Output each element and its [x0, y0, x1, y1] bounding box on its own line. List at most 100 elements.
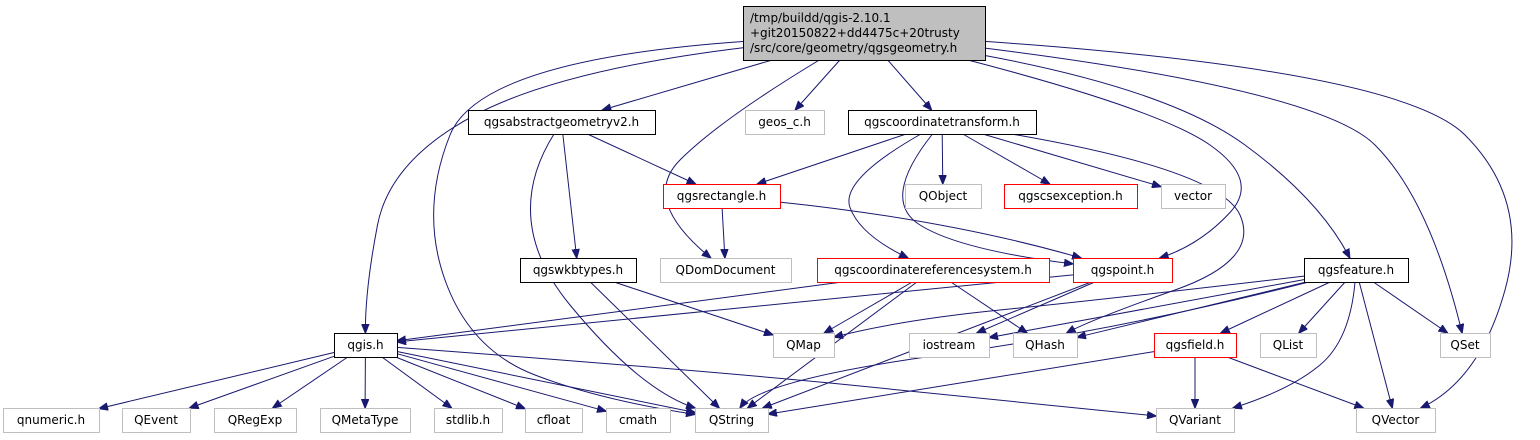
node-label: QRegExp: [228, 413, 283, 427]
node-qgsabstractgeometryv2[interactable]: qgsabstractgeometryv2.h: [468, 110, 656, 135]
node-qhash: QHash: [1013, 333, 1078, 358]
node-label: qnumeric.h: [17, 413, 85, 427]
node-label: qgsrectangle.h: [677, 189, 767, 203]
node-box: [817, 258, 1050, 283]
node-label: geos_c.h: [758, 115, 811, 129]
node-qgscrs[interactable]: qgscoordinatereferencesystem.h: [817, 258, 1050, 283]
node-label: QSet: [1450, 338, 1479, 352]
node-box: [1156, 408, 1235, 433]
node-box: [3, 408, 100, 433]
node-qregexp: QRegExp: [214, 408, 297, 433]
edge-root-to-geos-c: [795, 59, 841, 110]
node-box: [606, 408, 671, 433]
node-box: [848, 110, 1037, 135]
edge-qgis-to-qregexp: [273, 356, 349, 408]
edges-layer: [99, 40, 1513, 416]
edge-qgsrectangle-to-qgspoint: [779, 201, 1081, 258]
edge-qgsabstractgeometryv2-to-qgswkbtypes: [562, 133, 577, 258]
node-box: [1073, 258, 1173, 283]
node-label: QString: [709, 413, 754, 427]
node-label: QMetaType: [332, 413, 399, 427]
node-qgscsexception[interactable]: qgscsexception.h: [1004, 184, 1138, 209]
edge-qgsfield-to-qvector: [1226, 356, 1363, 408]
node-qvector: QVector: [1356, 408, 1436, 433]
edge-qgis-to-qevent: [190, 355, 335, 408]
node-box: [1260, 333, 1317, 358]
node-qgsfield[interactable]: qgsfield.h: [1154, 333, 1237, 358]
node-box: [905, 184, 982, 209]
node-geos-c: geos_c.h: [745, 110, 825, 135]
node-box: [525, 408, 583, 433]
edge-root-to-qgscoordinatetransform: [887, 59, 932, 110]
node-qlist: QList: [1260, 333, 1317, 358]
edge-qgsfeature-to-iostream: [989, 279, 1305, 338]
edge-root-to-qgis: [365, 47, 744, 333]
node-box: [1304, 258, 1409, 283]
edge-qgscoordinatetransform-to-qgspoint: [902, 133, 1073, 264]
edge-qgspoint-to-qgis: [397, 274, 1074, 342]
edge-qgscoordinatetransform-to-qgscrs: [848, 133, 922, 258]
node-label: qgis.h: [347, 338, 383, 352]
node-qmetatype: QMetaType: [320, 408, 411, 433]
node-label: QEvent: [134, 413, 178, 427]
node-label: /src/core/geometry/qgsgeometry.h: [750, 41, 957, 55]
node-qgsfeature[interactable]: qgsfeature.h: [1304, 258, 1409, 283]
node-label: cfloat: [537, 413, 571, 427]
edge-qgscrs-to-qgis: [397, 281, 843, 341]
edge-qgis-to-cmath: [396, 353, 606, 412]
node-qobject: QObject: [905, 184, 982, 209]
node-box: [1013, 333, 1078, 358]
node-label: qgsfeature.h: [1318, 263, 1394, 277]
node-stdlib: stdlib.h: [434, 408, 503, 433]
node-box: [695, 408, 769, 433]
node-label: cmath: [619, 413, 657, 427]
edge-root-to-qgsfeature: [984, 55, 1350, 259]
node-label: vector: [1174, 189, 1212, 203]
node-box: [909, 333, 990, 358]
node-qgscoordinatetransform[interactable]: qgscoordinatetransform.h: [848, 110, 1037, 135]
node-label: QHash: [1025, 338, 1065, 352]
node-box: [663, 184, 781, 209]
node-box: [320, 408, 411, 433]
edge-qgsabstractgeometryv2-to-qstring: [530, 133, 695, 408]
node-label: QMap: [786, 338, 821, 352]
node-box: [122, 408, 191, 433]
node-box: [1161, 184, 1226, 209]
edge-qgswkbtypes-to-qmap: [613, 281, 773, 335]
edge-qgis-to-qstring: [396, 351, 695, 413]
node-vector: vector: [1161, 184, 1226, 209]
node-box: [1356, 408, 1436, 433]
node-root[interactable]: /tmp/buildd/qgis-2.10.1+git20150822+dd44…: [743, 6, 986, 61]
edge-qgswkbtypes-to-qstring: [589, 281, 719, 408]
node-qgswkbtypes[interactable]: qgswkbtypes.h: [520, 258, 637, 283]
edge-root-to-qdomdocument: [665, 59, 820, 258]
edge-qgsrectangle-to-qdomdocument: [722, 207, 725, 258]
node-qdomdocument: QDomDocument: [660, 258, 792, 283]
edge-qgscoordinatetransform-to-vector: [982, 133, 1161, 187]
node-label: /tmp/buildd/qgis-2.10.1: [750, 11, 891, 25]
node-box: [434, 408, 503, 433]
edge-qgsfeature-to-qvariant: [1233, 281, 1356, 408]
node-qstring: QString: [695, 408, 769, 433]
nodes-layer: /tmp/buildd/qgis-2.10.1+git20150822+dd44…: [3, 6, 1491, 433]
node-qvariant: QVariant: [1156, 408, 1235, 433]
node-box: [520, 258, 637, 283]
node-label: QVector: [1372, 413, 1420, 427]
node-qgspoint[interactable]: qgspoint.h: [1073, 258, 1173, 283]
edge-qgscrs-to-qhash: [950, 281, 1027, 333]
edge-qgscrs-to-qmap: [824, 281, 913, 333]
node-label: qgscoordinatetransform.h: [864, 115, 1020, 129]
node-qmap: QMap: [773, 333, 835, 358]
edge-qgsfeature-to-qlist: [1299, 281, 1346, 333]
node-label: qgsabstractgeometryv2.h: [484, 115, 639, 129]
node-box: [773, 333, 835, 358]
node-iostream: iostream: [909, 333, 990, 358]
node-qgis[interactable]: qgis.h: [334, 333, 398, 358]
edge-qgis-to-qnumeric: [99, 352, 335, 409]
node-cfloat: cfloat: [525, 408, 583, 433]
edge-qgscoordinatetransform-to-qgscsexception: [962, 133, 1050, 184]
node-qgsrectangle[interactable]: qgsrectangle.h: [663, 184, 781, 209]
node-label: +git20150822+dd4475c+20trusty: [750, 26, 960, 40]
node-label: QDomDocument: [676, 263, 776, 277]
